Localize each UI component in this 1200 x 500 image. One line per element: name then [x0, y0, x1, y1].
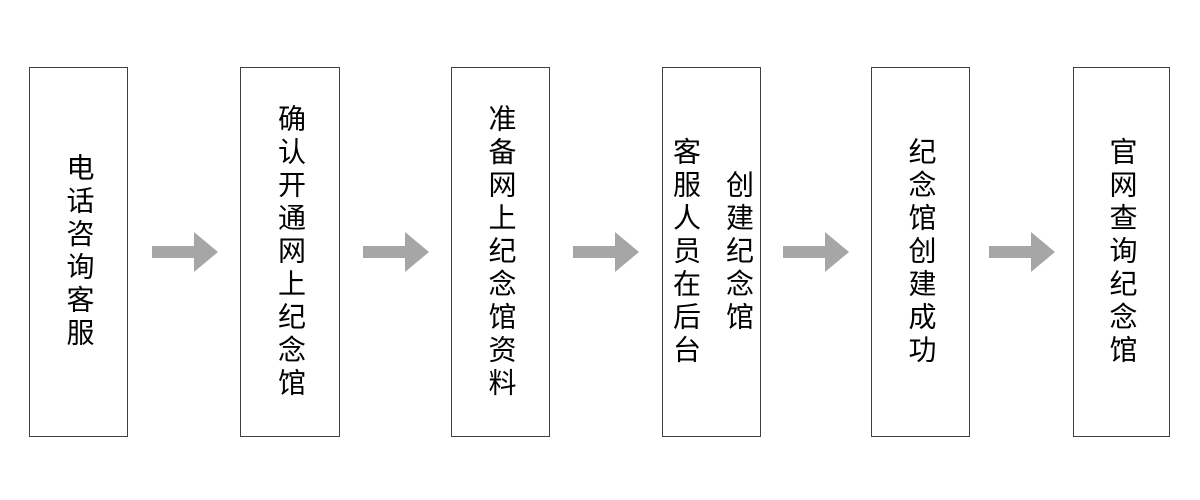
flow-step-text-column-2: 创建纪念馆	[723, 169, 754, 335]
flow-step-text: 准备网上纪念馆资料	[485, 103, 517, 401]
flow-step-text: 纪念馆创建成功	[905, 136, 937, 368]
flow-step-prepare-materials-box: 准备网上纪念馆资料	[451, 67, 550, 437]
arrow-right-icon	[152, 232, 218, 272]
flow-step-create-success-box: 纪念馆创建成功	[871, 67, 970, 437]
arrow-right-icon	[783, 232, 849, 272]
flow-step-text: 电话咨询客服	[63, 153, 95, 351]
flow-step-backend-create-box: 客服人员在后台 创建纪念馆	[662, 67, 761, 437]
flow-step-text: 确认开通网上纪念馆	[275, 103, 306, 401]
arrow-right-icon	[573, 232, 639, 272]
flow-step-query-website-box: 官网查询纪念馆	[1073, 67, 1170, 437]
flow-step-confirm-open-box: 确认开通网上纪念馆	[240, 67, 340, 437]
flow-step-text-column-1: 客服人员在后台	[670, 136, 701, 368]
arrow-right-icon	[363, 232, 429, 272]
flow-step-text: 官网查询纪念馆	[1106, 136, 1138, 368]
arrow-right-icon	[989, 232, 1055, 272]
flow-step-phone-consult-box: 电话咨询客服	[29, 67, 128, 437]
